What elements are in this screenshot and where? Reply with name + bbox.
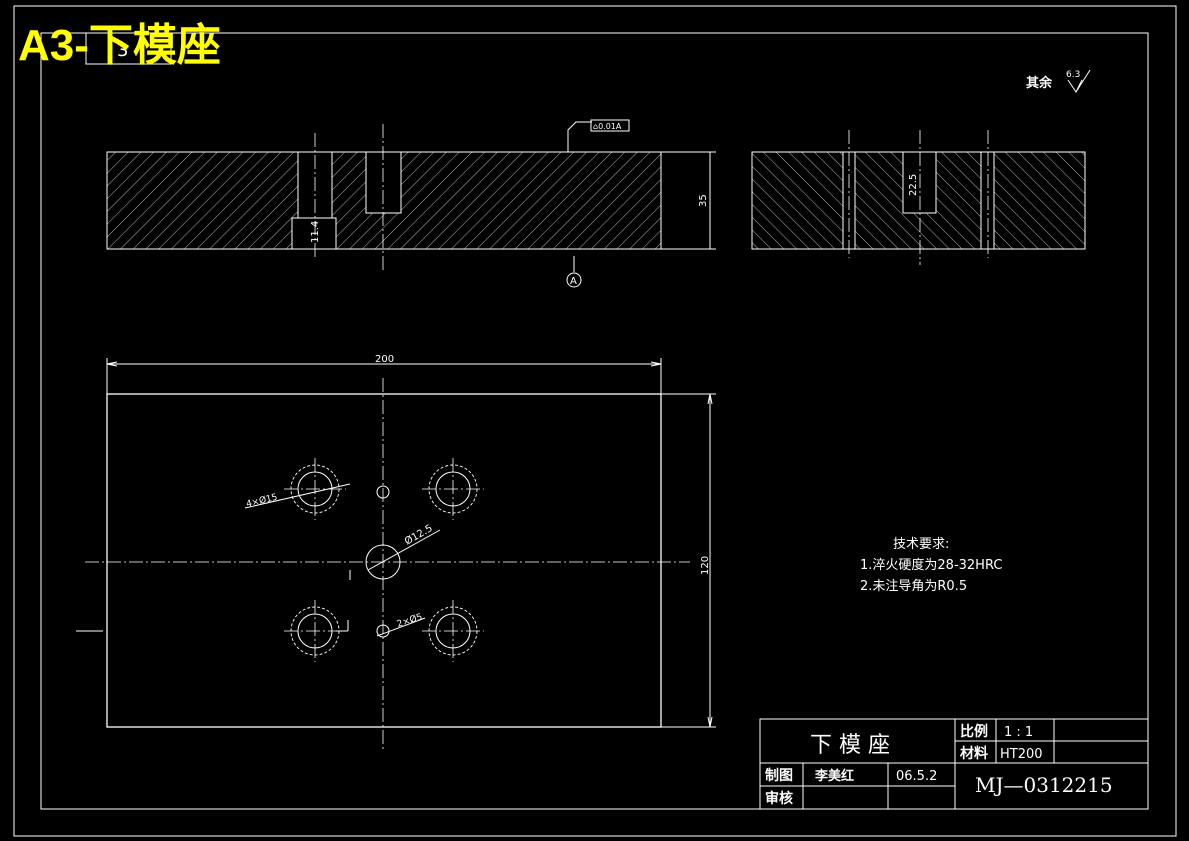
dim-width-200: 200 — [375, 354, 394, 365]
dim-depth-22-5: 22.5 — [908, 174, 919, 196]
part-name: 下 模 座 — [810, 733, 890, 758]
tech-req-item-1: 1.淬火硬度为28-32HRC — [860, 557, 1002, 573]
front-section-view — [106, 124, 662, 273]
sheet-number: 3 — [117, 40, 128, 61]
plan-view — [76, 378, 690, 750]
roughness-value: 6.3 — [1066, 70, 1080, 80]
outer-border — [13, 5, 1177, 837]
tech-req-item-2: 2.未注导角为R0.5 — [860, 579, 967, 594]
datum-a-circle — [566, 272, 582, 288]
dim-holes-2x5: 2×Ø5 — [396, 611, 424, 630]
roughness-label: 其余 — [1026, 75, 1053, 91]
datum-label: A — [570, 276, 577, 287]
tech-req-title: 技术要求: — [893, 537, 949, 552]
drawn-by: 李美红 — [814, 768, 854, 784]
flatness-callout: ⌂0.01A — [593, 122, 622, 131]
flatness-callout-box — [590, 119, 630, 132]
drawn-label: 制图 — [765, 767, 793, 784]
dim-center-hole: Ø12.5 — [403, 522, 435, 547]
side-section-view — [751, 130, 1086, 265]
dim-height-120: 120 — [700, 556, 711, 575]
material-label: 材料 — [960, 745, 988, 762]
drawn-date: 06.5.2 — [896, 769, 937, 784]
sheet-number-box — [85, 32, 172, 65]
material-value: HT200 — [1000, 747, 1043, 762]
dim-height-35: 35 — [698, 194, 709, 207]
inner-frame — [40, 32, 1149, 810]
dim-depth-11-4: 11.4 — [310, 221, 321, 243]
drawing-number: MJ—0312215 — [975, 773, 1113, 797]
dim-holes-4x15: 4×Ø15 — [245, 492, 279, 510]
title-block — [759, 718, 1149, 810]
scale-value: 1 : 1 — [1004, 725, 1033, 740]
scale-label: 比例 — [960, 723, 988, 740]
roughness-symbol-icon — [1067, 69, 1091, 93]
check-label: 审核 — [765, 790, 793, 807]
sheet-title: A3-下模座 — [18, 21, 221, 70]
